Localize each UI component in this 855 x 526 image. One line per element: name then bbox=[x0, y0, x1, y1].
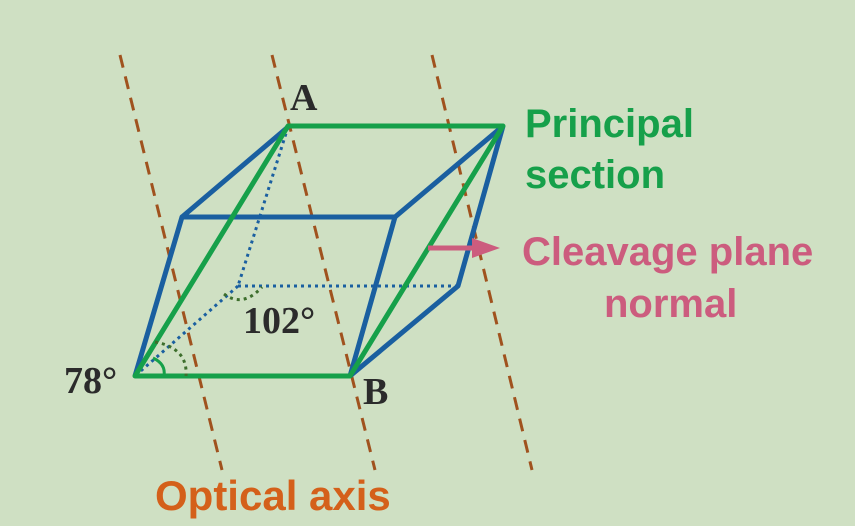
cleavage-normal-label-line2: normal bbox=[604, 282, 737, 326]
angle-arc-obtuse bbox=[223, 285, 264, 302]
hidden-edge-diagonal bbox=[134, 284, 239, 378]
angle-obtuse-label: 102° bbox=[243, 300, 315, 342]
cleavage-normal-label-line1: Cleavage plane bbox=[522, 230, 813, 274]
optical-axis-line-right bbox=[430, 54, 534, 471]
angle-arc-acute-solid bbox=[152, 356, 166, 377]
optical-axis-lines bbox=[118, 54, 534, 471]
crystal-top-right-edge bbox=[393, 124, 505, 219]
hidden-edges bbox=[134, 126, 458, 378]
angle-acute-label: 78° bbox=[64, 360, 117, 402]
crystal-edges bbox=[132, 124, 506, 378]
optical-axis-line-middle bbox=[270, 54, 377, 471]
vertex-b-label: B bbox=[363, 371, 388, 413]
principal-section-label-line2: section bbox=[525, 153, 665, 197]
principal-section-label-line1: Principal bbox=[525, 102, 694, 146]
principal-section-plane bbox=[132, 123, 506, 379]
optical-axis-line-left bbox=[118, 54, 224, 471]
cleavage-normal-arrow bbox=[428, 238, 500, 258]
angle-arc-acute bbox=[154, 340, 188, 377]
crystal-right-face bbox=[348, 125, 506, 378]
optical-axis-label: Optical axis bbox=[155, 472, 391, 519]
vertex-a-label: A bbox=[290, 77, 318, 119]
crystal-front-face bbox=[132, 214, 398, 377]
crystal-top-left-edge bbox=[180, 125, 290, 219]
